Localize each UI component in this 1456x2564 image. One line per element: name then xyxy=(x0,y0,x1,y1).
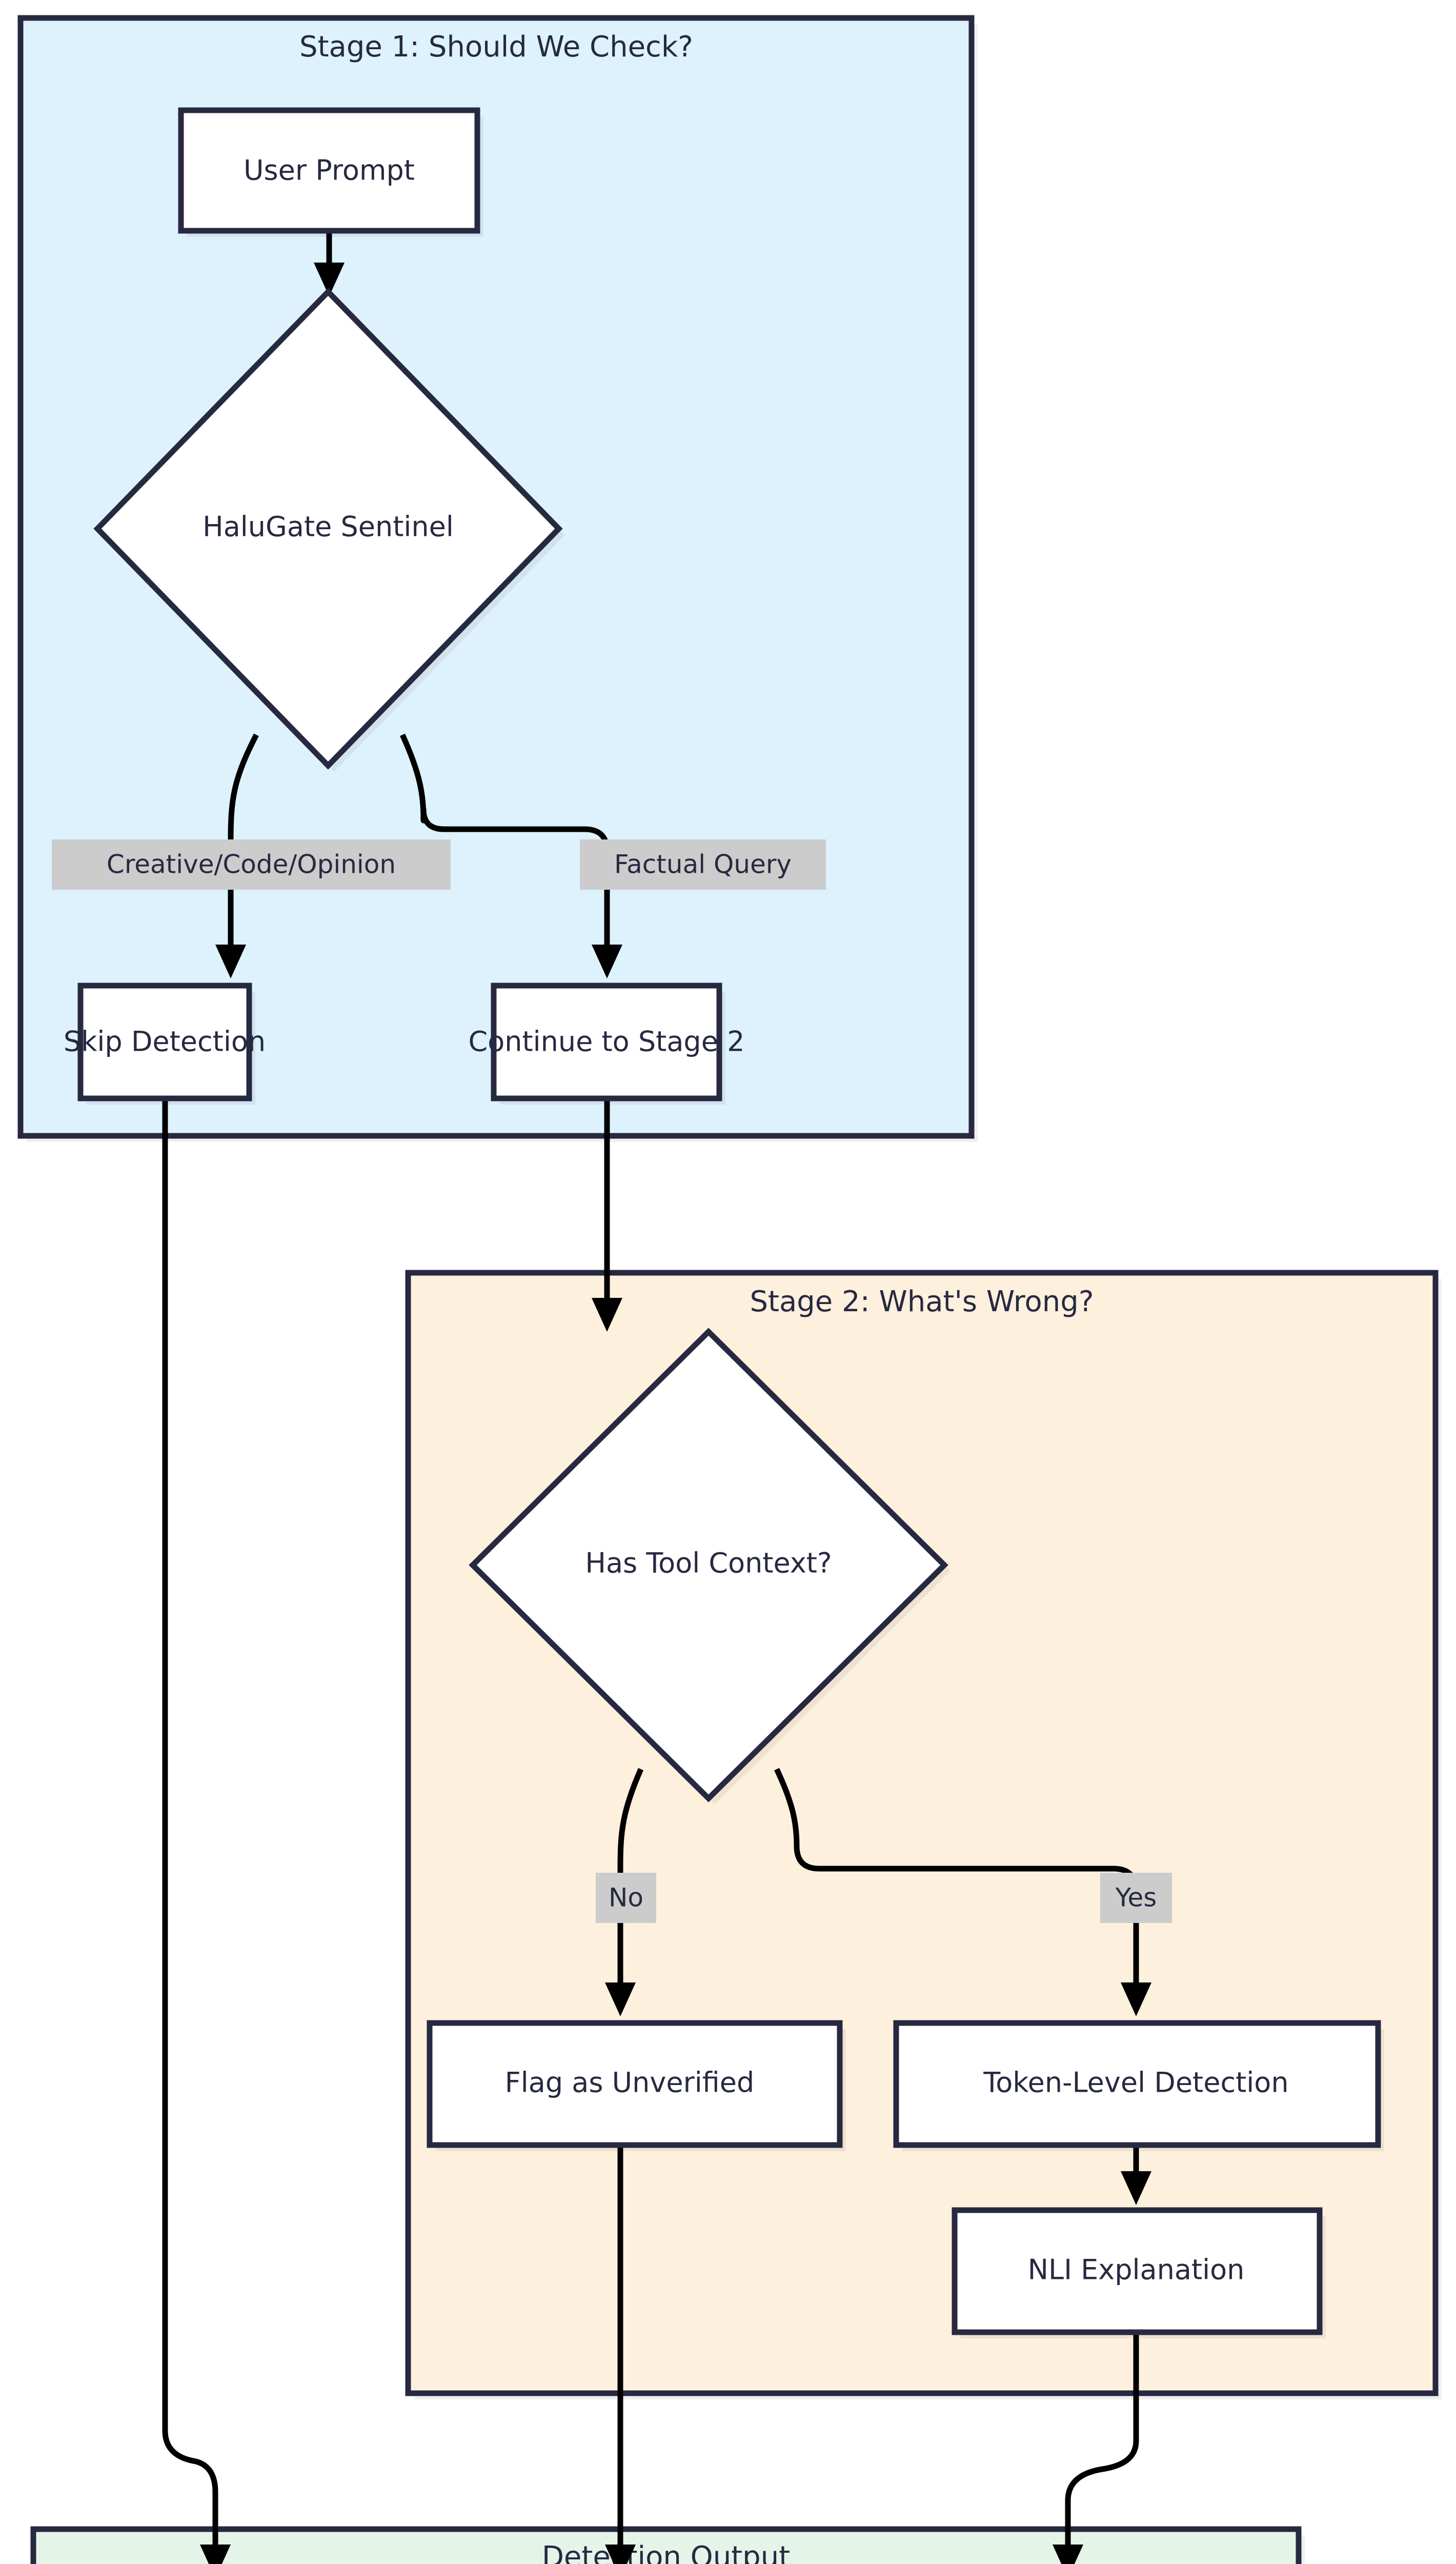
tool-context-diamond[interactable] xyxy=(469,1328,948,1802)
node-continue-to-stage-2[interactable]: Continue to Stage 2 xyxy=(469,983,745,1101)
yes-label-bg xyxy=(1100,1873,1172,1923)
edge-tool-context-to-flag xyxy=(605,1768,644,2016)
continue-rect[interactable] xyxy=(491,983,722,1101)
token-label: Token-Level Detection xyxy=(983,2067,1288,2099)
edge-nli-to-report xyxy=(1053,2332,1139,2564)
user-prompt-rect[interactable] xyxy=(178,107,480,234)
yes-label: Yes xyxy=(1115,1883,1157,1913)
cluster-detection-output: Detection Output xyxy=(30,2526,1302,2564)
nli-rect[interactable] xyxy=(952,2207,1323,2335)
no-label: No xyxy=(609,1883,643,1913)
flag-rect[interactable] xyxy=(427,2020,843,2148)
edge-token-to-nli xyxy=(1121,2145,1151,2205)
no-label-bg xyxy=(596,1873,656,1923)
creative-label: Creative/Code/Opinion xyxy=(107,850,396,879)
edge-sentinel-to-skip xyxy=(215,733,259,978)
edge-user-prompt-to-sentinel xyxy=(314,231,345,296)
factual-label-bg xyxy=(580,839,826,890)
output-box xyxy=(30,2526,1302,2564)
node-has-tool-context[interactable]: Has Tool Context? xyxy=(469,1328,948,1802)
skip-label: Skip Detection xyxy=(64,1026,266,1058)
node-token-level-detection[interactable]: Token-Level Detection xyxy=(893,2020,1381,2148)
token-rect[interactable] xyxy=(893,2020,1381,2148)
stage2-title: Stage 2: What's Wrong? xyxy=(750,1285,1094,1318)
edge-continue-to-tool-context xyxy=(592,1098,622,1332)
node-nli-explanation[interactable]: NLI Explanation xyxy=(952,2207,1323,2335)
sentinel-label: HaluGate Sentinel xyxy=(203,511,454,543)
output-title: Detection Output xyxy=(542,2540,790,2564)
sentinel-diamond[interactable] xyxy=(93,288,563,770)
stage1-title: Stage 1: Should We Check? xyxy=(299,30,693,64)
continue-label: Continue to Stage 2 xyxy=(469,1026,745,1058)
user-prompt-label: User Prompt xyxy=(244,154,415,187)
node-user-prompt[interactable]: User Prompt xyxy=(178,107,480,234)
edge-skip-to-pass xyxy=(162,1098,231,2564)
edge-label-no: No xyxy=(596,1873,656,1923)
factual-label: Factual Query xyxy=(614,850,792,879)
nli-label: NLI Explanation xyxy=(1028,2254,1245,2286)
edge-label-factual-query: Factual Query xyxy=(580,839,826,890)
skip-rect[interactable] xyxy=(77,983,252,1101)
edge-label-yes: Yes xyxy=(1100,1873,1172,1923)
node-halugate-sentinel[interactable]: HaluGate Sentinel xyxy=(93,288,563,770)
edge-label-creative-code-opinion: Creative/Code/Opinion xyxy=(52,839,451,890)
node-flag-as-unverified[interactable]: Flag as Unverified xyxy=(427,2020,843,2148)
edge-sentinel-to-continue xyxy=(399,733,622,978)
flag-label: Flag as Unverified xyxy=(505,2067,755,2099)
creative-label-bg xyxy=(52,839,451,890)
tool-context-label: Has Tool Context? xyxy=(585,1547,832,1579)
node-skip-detection[interactable]: Skip Detection xyxy=(64,983,266,1101)
edge-flag-to-warning xyxy=(605,2145,636,2564)
